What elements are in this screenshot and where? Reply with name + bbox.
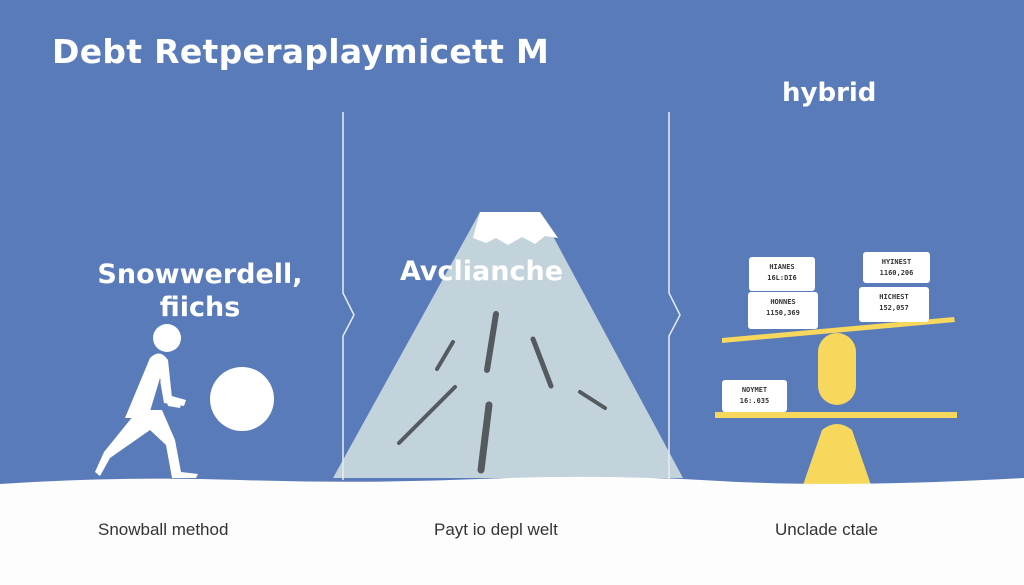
hybrid-caption: Unclade ctale [775,520,879,539]
hybrid-heading: hybrid [782,78,877,108]
debt-card-value: 16L:DI6 [767,274,797,282]
debt-card-label: HICHEST [879,293,909,301]
debt-card: NOYMET 16:.035 [722,380,787,412]
debt-card-value: 16:.035 [739,397,770,405]
debt-card-label: HYINEST [881,258,912,266]
debt-card-value: 152,057 [879,304,909,312]
panel-divider-right [668,112,681,480]
mountain-avalanche-icon [333,212,683,478]
debt-card-label: HONNES [770,298,796,306]
avalanche-heading: Avclianche [400,256,564,287]
debt-card-label: NOYMET [741,386,768,394]
panel-divider-left [342,112,355,480]
debt-card: HONNES 1150,369 [748,292,818,329]
avalanche-caption: Payt io depl welt [434,520,558,539]
debt-card: HIANES 16L:DI6 [749,257,815,291]
snowball-caption: Snowball method [98,520,229,539]
debt-card: HICHEST 152,057 [859,287,929,322]
page-title: Debt Retperaplaymicett M [52,32,550,71]
debt-card: HYINEST 1160,206 [863,252,930,283]
person-pushing-snowball-icon [95,324,274,478]
balance-scale-icon [715,317,957,494]
snowball-heading: Snowwerdell, fiichs [70,258,330,324]
debt-card-value: 1160,206 [879,269,914,277]
debt-card-value: 1150,369 [766,309,800,317]
snowball-heading-line2: fiichs [159,292,241,323]
snow-ground [0,476,1024,585]
debt-card-label: HIANES [769,263,795,271]
snowball-heading-line1: Snowwerdell, [97,259,303,290]
